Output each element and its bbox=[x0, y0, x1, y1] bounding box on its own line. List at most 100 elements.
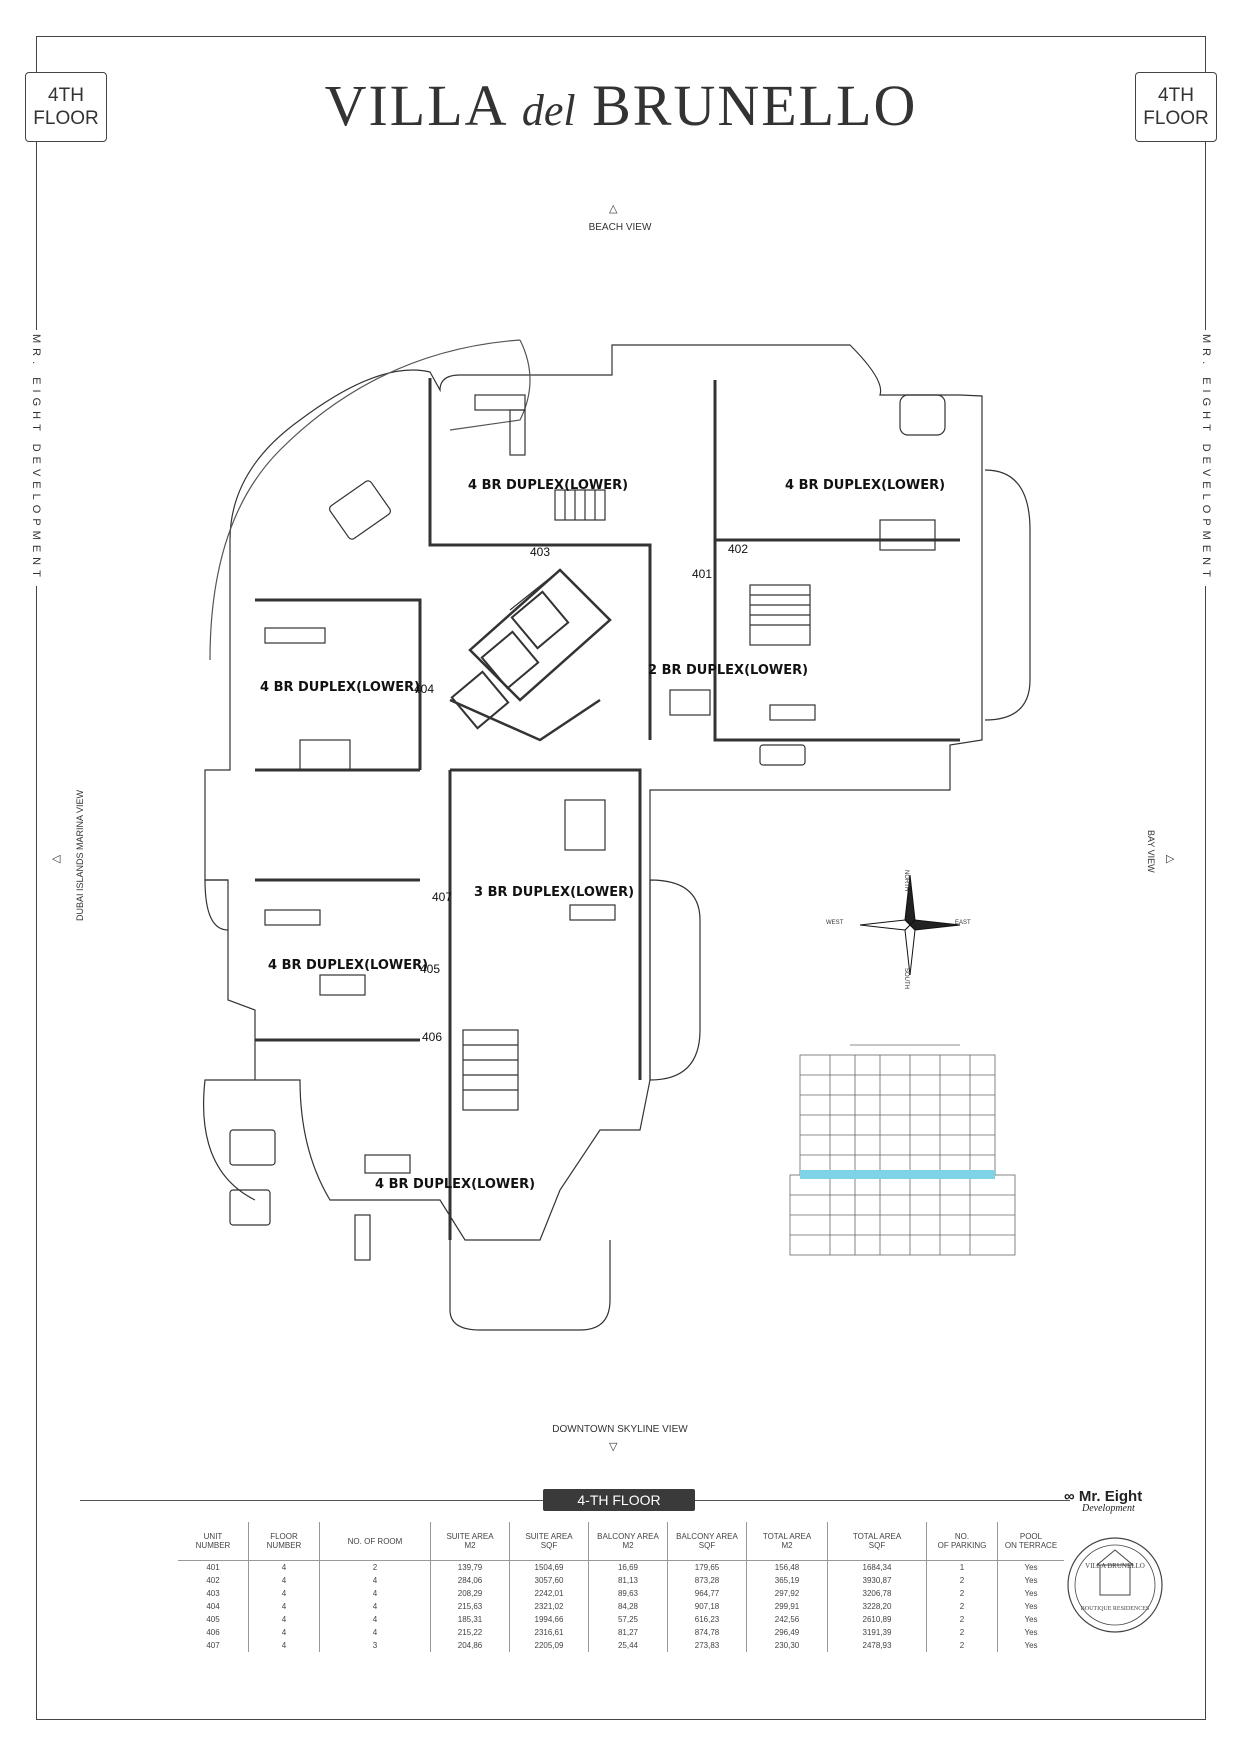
brand-part-villa: VILLA bbox=[324, 73, 522, 138]
table-cell: 365,19 bbox=[746, 1574, 828, 1587]
table-header-line1: SUITE AREA bbox=[446, 1532, 494, 1541]
table-header-line2: M2 bbox=[781, 1541, 793, 1550]
unit-number-404: 404 bbox=[414, 682, 435, 696]
table-cell: 4 bbox=[319, 1587, 431, 1600]
table-cell: 204,86 bbox=[430, 1639, 510, 1652]
table-cell: 3191,39 bbox=[827, 1626, 927, 1639]
compass-rose bbox=[859, 874, 961, 976]
table-header-line2: NUMBER bbox=[266, 1541, 302, 1550]
side-developer-text-left: MR. EIGHT DEVELOPMENT bbox=[30, 330, 42, 586]
table-cell: 4 bbox=[319, 1574, 431, 1587]
compass-west-label: WEST bbox=[826, 920, 844, 926]
table-cell: 2 bbox=[926, 1626, 998, 1639]
marina-view-arrow-icon: ◁ bbox=[52, 853, 61, 865]
table-cell: 208,29 bbox=[430, 1587, 510, 1600]
table-cell: 402 bbox=[206, 1576, 220, 1585]
table-cell: 179,65 bbox=[667, 1560, 747, 1574]
unit-number-406: 406 bbox=[422, 1030, 443, 1044]
table-cell: 156,48 bbox=[746, 1560, 828, 1574]
table-header-cell: NO. OF ROOM bbox=[319, 1522, 431, 1561]
table-cell: 874,78 bbox=[667, 1626, 747, 1639]
table-cell: 616,23 bbox=[667, 1613, 747, 1626]
table-cell: Yes bbox=[997, 1613, 1064, 1626]
table-cell: 284,06 bbox=[430, 1574, 510, 1587]
unit-number-403: 403 bbox=[530, 545, 551, 559]
downtown-view-arrow-icon: ▽ bbox=[609, 1441, 618, 1453]
unit-404-type-label: 4 BR DUPLEX(LOWER) bbox=[260, 680, 421, 695]
seal-text-boutique: BOUTIQUE RESIDENCES bbox=[1081, 1606, 1150, 1612]
downtown-view-label: DOWNTOWN SKYLINE VIEW bbox=[552, 1424, 688, 1435]
compass-south-label: SOUTH bbox=[903, 968, 909, 989]
table-cell: 3 bbox=[319, 1639, 431, 1652]
table-cell: 81,13 bbox=[588, 1574, 668, 1587]
unit-number-402: 402 bbox=[728, 542, 749, 556]
table-cell: 185,31 bbox=[430, 1613, 510, 1626]
table-cell: 4 bbox=[248, 1613, 320, 1626]
table-cell: 2321,02 bbox=[509, 1600, 589, 1613]
table-cell: 2 bbox=[926, 1639, 998, 1652]
table-cell: Yes bbox=[997, 1626, 1064, 1639]
table-cell: 1994,66 bbox=[509, 1613, 589, 1626]
table-cell: 4 bbox=[248, 1639, 320, 1652]
table-cell: 81,27 bbox=[588, 1626, 668, 1639]
table-header-line2: ON TERRACE bbox=[1004, 1541, 1058, 1550]
table-cell: 299,91 bbox=[746, 1600, 828, 1613]
table-cell: 2478,93 bbox=[827, 1639, 927, 1652]
beach-view-label: BEACH VIEW bbox=[588, 222, 652, 233]
table-cell: Yes bbox=[997, 1587, 1064, 1600]
compass-north-label: NORTH bbox=[903, 870, 909, 892]
side-developer-text-right: MR. EIGHT DEVELOPMENT bbox=[1200, 330, 1212, 586]
unit-401-type-label: 2 BR DUPLEX(LOWER) bbox=[648, 663, 809, 678]
table-cell: 2242,01 bbox=[509, 1587, 589, 1600]
table-cell: Yes bbox=[997, 1600, 1064, 1613]
table-header-line1: FLOOR bbox=[270, 1532, 298, 1541]
table-cell: 1504,69 bbox=[509, 1560, 589, 1574]
table-cell: 230,30 bbox=[746, 1639, 828, 1652]
table-header-line1: BALCONY AREA bbox=[597, 1532, 659, 1541]
building-elevation-thumbnail bbox=[789, 1044, 1016, 1256]
table-cell: 403 bbox=[206, 1589, 220, 1598]
unit-407-type-label: 3 BR DUPLEX(LOWER) bbox=[474, 885, 635, 900]
table-cell: 4 bbox=[319, 1613, 431, 1626]
table-cell: 4 bbox=[248, 1560, 320, 1574]
table-cell: 3057,60 bbox=[509, 1574, 589, 1587]
table-cell: 907,18 bbox=[667, 1600, 747, 1613]
unit-number-401: 401 bbox=[692, 567, 713, 581]
table-cell: 873,28 bbox=[667, 1574, 747, 1587]
unit-403-type-label: 4 BR DUPLEX(LOWER) bbox=[468, 478, 629, 493]
table-cell: 215,63 bbox=[430, 1600, 510, 1613]
table-cell: 16,69 bbox=[588, 1560, 668, 1574]
logo-sub: Development bbox=[1082, 1503, 1135, 1514]
table-header-line2: SQF bbox=[540, 1541, 558, 1550]
table-header-line2: NUMBER bbox=[195, 1541, 231, 1550]
table-cell: 2 bbox=[926, 1613, 998, 1626]
unit-number-405: 405 bbox=[420, 962, 441, 976]
logo-name: Mr. Eight bbox=[1078, 1488, 1143, 1505]
table-cell: 297,92 bbox=[746, 1587, 828, 1600]
table-cell: 2 bbox=[319, 1560, 431, 1574]
bay-view-arrow-icon: ▷ bbox=[1166, 853, 1175, 865]
table-header-line2: SQF bbox=[698, 1541, 716, 1550]
table-cell: Yes bbox=[997, 1574, 1064, 1587]
table-header-line1: BALCONY AREA bbox=[676, 1532, 738, 1541]
table-cell: 3930,87 bbox=[827, 1574, 927, 1587]
floor-badge-right: 4TH FLOOR bbox=[1135, 72, 1217, 142]
seal-text-villa: VILLA BRUNELLO bbox=[1085, 1562, 1145, 1570]
brand-part-brunello: BRUNELLO bbox=[575, 73, 918, 138]
table-cell: 296,49 bbox=[746, 1626, 828, 1639]
floor-badge-line2: FLOOR bbox=[33, 108, 99, 129]
